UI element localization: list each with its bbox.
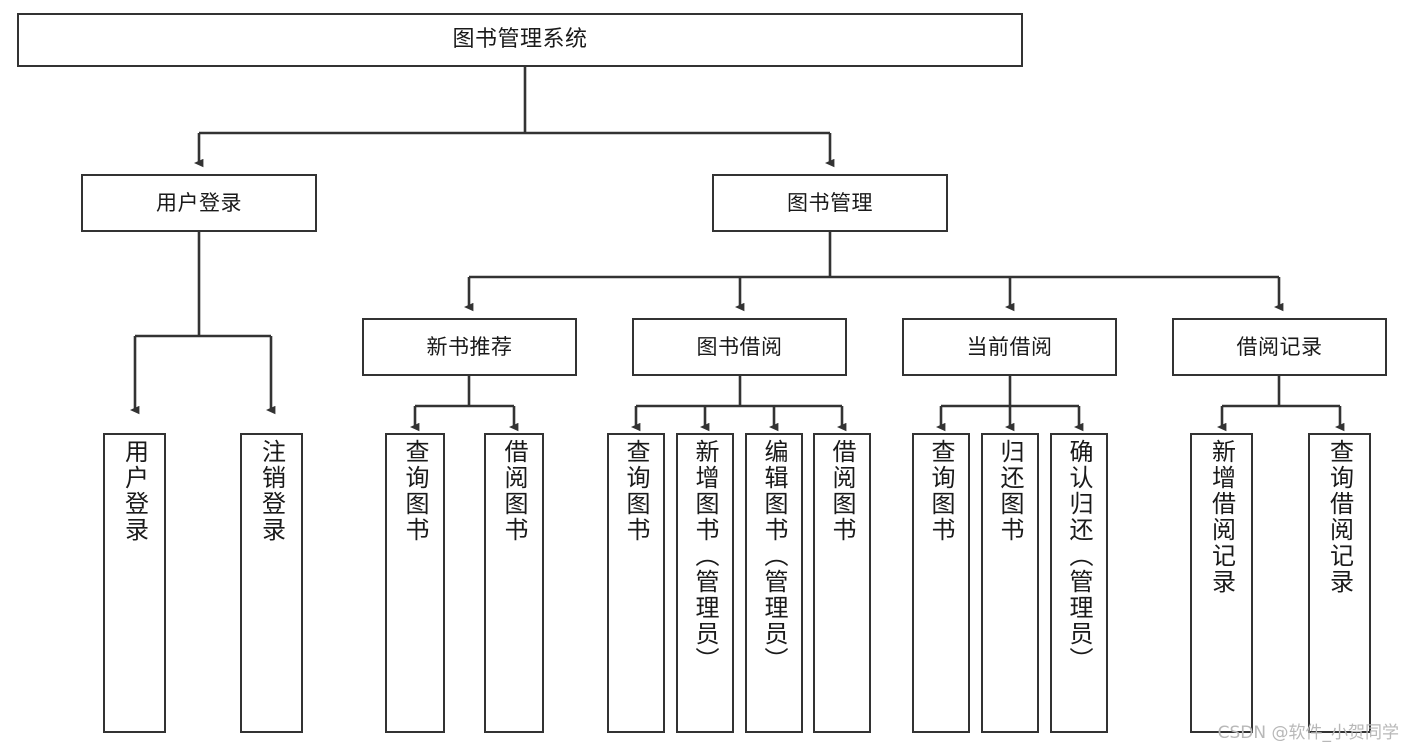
node-leaf-add-record[interactable]: 新增借阅记录 <box>1190 433 1253 733</box>
node-root[interactable]: 图书管理系统 <box>17 13 1023 67</box>
node-leaf-return-book[interactable]: 归还图书 <box>981 433 1039 733</box>
node-leaf-borrow-book-1-label: 借阅图书 <box>500 439 528 543</box>
node-leaf-borrow-book-1[interactable]: 借阅图书 <box>484 433 544 733</box>
node-current-borrow[interactable]: 当前借阅 <box>902 318 1117 376</box>
node-book-manage[interactable]: 图书管理 <box>712 174 948 232</box>
node-leaf-query-book-2[interactable]: 查询图书 <box>607 433 665 733</box>
node-leaf-logout-login[interactable]: 注销登录 <box>240 433 303 733</box>
node-leaf-confirm-return-label: 确认归还（管理员） <box>1065 439 1093 673</box>
node-leaf-query-book-2-label: 查询图书 <box>622 439 650 543</box>
node-book-borrow-label: 图书借阅 <box>696 334 783 359</box>
node-leaf-edit-book[interactable]: 编辑图书（管理员） <box>745 433 803 733</box>
node-leaf-query-book-3[interactable]: 查询图书 <box>912 433 970 733</box>
node-leaf-query-record-label: 查询借阅记录 <box>1325 439 1354 595</box>
node-user-login-label: 用户登录 <box>156 190 242 215</box>
node-leaf-edit-book-label: 编辑图书（管理员） <box>760 439 788 673</box>
node-leaf-query-book-1[interactable]: 查询图书 <box>385 433 445 733</box>
node-leaf-add-book[interactable]: 新增图书（管理员） <box>676 433 734 733</box>
node-leaf-borrow-book-2[interactable]: 借阅图书 <box>813 433 871 733</box>
node-root-label: 图书管理系统 <box>452 27 588 53</box>
node-leaf-confirm-return[interactable]: 确认归还（管理员） <box>1050 433 1108 733</box>
node-new-book-recommend-label: 新书推荐 <box>426 334 513 359</box>
watermark-text: CSDN @软件_小贺同学 <box>1217 723 1399 743</box>
node-leaf-query-record[interactable]: 查询借阅记录 <box>1308 433 1371 733</box>
node-leaf-user-login[interactable]: 用户登录 <box>103 433 166 733</box>
node-leaf-query-book-1-label: 查询图书 <box>401 439 429 543</box>
node-leaf-logout-login-label: 注销登录 <box>257 439 286 543</box>
node-book-manage-label: 图书管理 <box>787 190 873 215</box>
node-borrow-record[interactable]: 借阅记录 <box>1172 318 1387 376</box>
node-leaf-return-book-label: 归还图书 <box>996 439 1024 543</box>
node-leaf-add-book-label: 新增图书（管理员） <box>691 439 719 673</box>
node-new-book-recommend[interactable]: 新书推荐 <box>362 318 577 376</box>
node-leaf-add-record-label: 新增借阅记录 <box>1207 439 1236 595</box>
node-leaf-user-login-label: 用户登录 <box>120 439 149 543</box>
node-user-login[interactable]: 用户登录 <box>81 174 317 232</box>
node-current-borrow-label: 当前借阅 <box>966 334 1053 359</box>
node-leaf-borrow-book-2-label: 借阅图书 <box>828 439 856 543</box>
node-leaf-query-book-3-label: 查询图书 <box>927 439 955 543</box>
node-book-borrow[interactable]: 图书借阅 <box>632 318 847 376</box>
node-borrow-record-label: 借阅记录 <box>1236 334 1323 359</box>
